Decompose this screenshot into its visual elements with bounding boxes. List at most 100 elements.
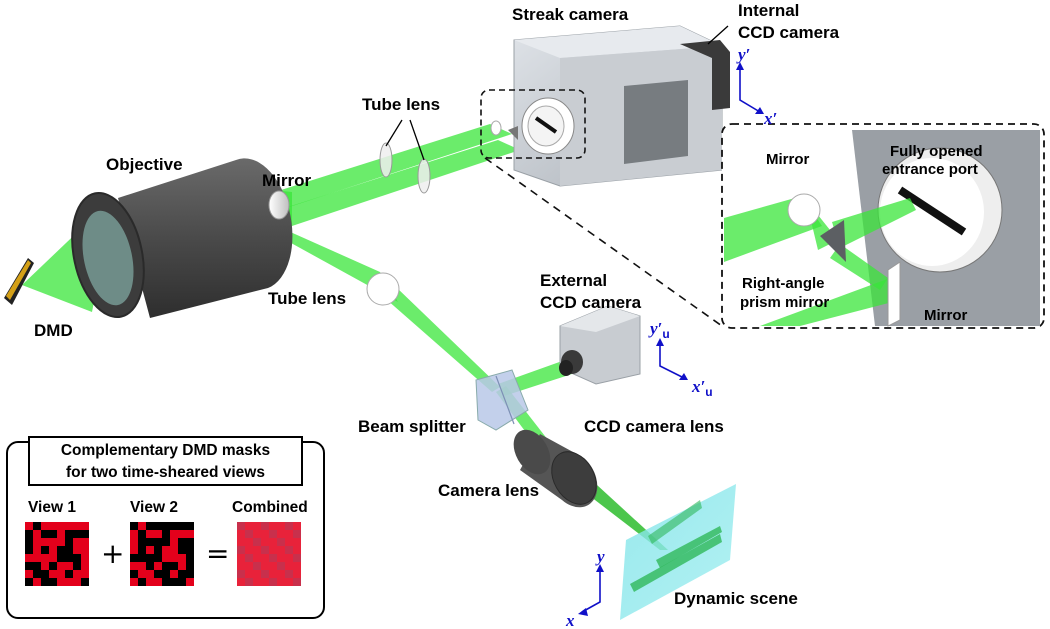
mask-pixel bbox=[65, 562, 73, 570]
axis-label-streak-y: y′ bbox=[736, 45, 750, 64]
mask-pixel bbox=[261, 522, 269, 530]
mask-pixel bbox=[293, 562, 301, 570]
mask-pixel bbox=[269, 554, 277, 562]
mask-pixel bbox=[33, 530, 41, 538]
mask-pixel bbox=[253, 554, 261, 562]
mask-pixel bbox=[25, 578, 33, 586]
mask-pixel bbox=[162, 546, 170, 554]
mask-pixel bbox=[154, 530, 162, 538]
mask-pixel bbox=[170, 570, 178, 578]
mask-pixel bbox=[154, 554, 162, 562]
axes-streak bbox=[736, 62, 764, 114]
mask-pixel bbox=[73, 538, 81, 546]
mask-pixel bbox=[154, 562, 162, 570]
mask-pixel bbox=[73, 522, 81, 530]
mask-pixel bbox=[130, 578, 138, 586]
view2-label: View 2 bbox=[130, 499, 178, 516]
mask-pixel bbox=[49, 570, 57, 578]
mask-pixel bbox=[138, 554, 146, 562]
mask-pixel bbox=[245, 522, 253, 530]
mask-pixel bbox=[130, 570, 138, 578]
mask-pixel bbox=[261, 578, 269, 586]
mask-pixel bbox=[154, 578, 162, 586]
mask-pixel bbox=[285, 538, 293, 546]
mask-pixel bbox=[33, 538, 41, 546]
inset-label-port-1: Fully opened bbox=[890, 143, 983, 160]
mask-pixel bbox=[57, 570, 65, 578]
mask-pixel bbox=[162, 554, 170, 562]
mask-pixel bbox=[81, 546, 89, 554]
mask-pixel bbox=[237, 578, 245, 586]
mask-pixel bbox=[253, 562, 261, 570]
mask-pixel bbox=[138, 546, 146, 554]
camera-lens bbox=[513, 429, 598, 508]
mask-pixel bbox=[237, 546, 245, 554]
mirror-main bbox=[268, 190, 290, 220]
mask-pixel bbox=[25, 530, 33, 538]
mask-pixel bbox=[293, 570, 301, 578]
mask-pixel bbox=[81, 578, 89, 586]
mask-pixel bbox=[293, 538, 301, 546]
mask-pixel bbox=[237, 530, 245, 538]
mask-pixel bbox=[186, 538, 194, 546]
mask-pixel bbox=[57, 554, 65, 562]
mask-pixel bbox=[162, 530, 170, 538]
mask-pixel bbox=[178, 570, 186, 578]
mask-legend-title-line2: for two time-sheared views bbox=[66, 464, 265, 481]
mask-pixel bbox=[178, 562, 186, 570]
mask-pixel bbox=[41, 554, 49, 562]
mask-pixel bbox=[237, 554, 245, 562]
mask-pixel bbox=[49, 538, 57, 546]
mask-pixel bbox=[81, 562, 89, 570]
mask-pixel bbox=[269, 546, 277, 554]
mask-pixel bbox=[25, 570, 33, 578]
label-internal-ccd-1: Internal bbox=[738, 1, 799, 20]
mask-pixel bbox=[57, 530, 65, 538]
mask-pixel bbox=[57, 562, 65, 570]
tube-lens-bottom bbox=[366, 272, 400, 306]
mask-pixel bbox=[237, 522, 245, 530]
mask-pixel bbox=[186, 546, 194, 554]
mask-pixel bbox=[293, 546, 301, 554]
mask-pixel bbox=[170, 538, 178, 546]
mask-pixel bbox=[41, 570, 49, 578]
mask-pixel bbox=[81, 554, 89, 562]
mask-pixel bbox=[285, 554, 293, 562]
mask-pixel bbox=[130, 538, 138, 546]
mask-pixel bbox=[33, 554, 41, 562]
mask-pixel bbox=[178, 546, 186, 554]
mask-pixel bbox=[277, 578, 285, 586]
mask-pixel bbox=[65, 522, 73, 530]
mask-pixel bbox=[178, 538, 186, 546]
mask-pixel bbox=[277, 562, 285, 570]
mask-pixel bbox=[81, 522, 89, 530]
mask-pixel bbox=[49, 562, 57, 570]
mask-pixel bbox=[25, 522, 33, 530]
mask-pixel bbox=[65, 538, 73, 546]
mask-pixel bbox=[73, 554, 81, 562]
mask-pixel bbox=[65, 530, 73, 538]
inset-label-mirror-top: Mirror bbox=[766, 151, 810, 168]
mask-pixel bbox=[253, 578, 261, 586]
mask-pixel bbox=[178, 530, 186, 538]
mask-pixel bbox=[186, 554, 194, 562]
mask-pixel bbox=[178, 522, 186, 530]
mask-pixel bbox=[269, 570, 277, 578]
mask-pixel bbox=[154, 546, 162, 554]
inset-label-port-2: entrance port bbox=[882, 161, 978, 178]
mask-pixel bbox=[49, 578, 57, 586]
label-camera-lens: Camera lens bbox=[438, 481, 539, 500]
mask-pixel bbox=[33, 570, 41, 578]
mask-pixel bbox=[57, 522, 65, 530]
mask-pixel bbox=[138, 562, 146, 570]
mask-pixel bbox=[285, 578, 293, 586]
mask-pixel bbox=[293, 522, 301, 530]
mask-pixel bbox=[25, 546, 33, 554]
mask-pixel bbox=[57, 578, 65, 586]
mask-pixel bbox=[146, 546, 154, 554]
label-ccd-camera-lens: CCD camera lens bbox=[584, 417, 724, 436]
mask-pixel bbox=[130, 562, 138, 570]
axis-label-streak-x: x′ bbox=[763, 109, 777, 128]
mask-pixel bbox=[154, 522, 162, 530]
mask-pixel bbox=[178, 578, 186, 586]
